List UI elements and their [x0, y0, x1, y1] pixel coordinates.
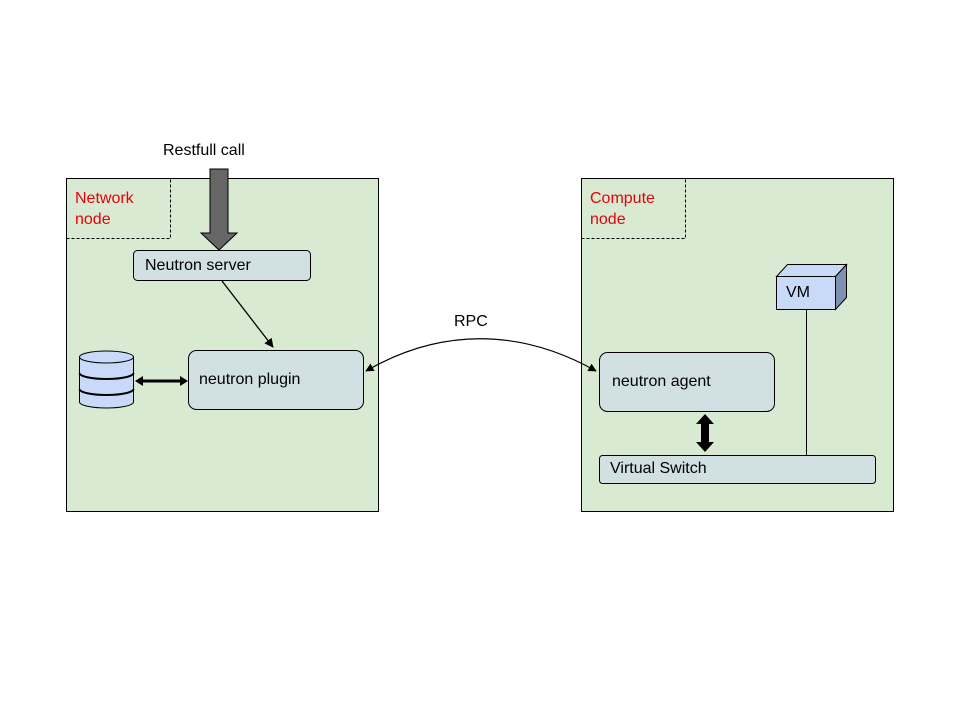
virtual-switch-label: Virtual Switch — [610, 460, 707, 477]
restful-call-arrow — [199, 168, 239, 251]
db-plugin-double-arrow — [135, 376, 188, 386]
virtual-switch-box — [599, 455, 876, 484]
compute-node-label-line1: Compute — [590, 190, 655, 207]
network-node-label-line2: node — [75, 211, 111, 228]
neutron-agent-label: neutron agent — [612, 373, 711, 390]
rpc-label: RPC — [454, 313, 488, 330]
neutron-server-label: Neutron server — [145, 257, 251, 274]
network-node-label-line1: Network — [75, 190, 134, 207]
rpc-curve-arrow — [365, 338, 597, 372]
neutron-plugin-box — [188, 350, 364, 410]
neutron-agent-box — [599, 352, 775, 412]
agent-switch-double-arrow — [696, 414, 714, 452]
database-icon — [78, 350, 135, 409]
neutron-server-box — [133, 250, 311, 281]
vm-label: VM — [786, 284, 810, 301]
neutron-plugin-label: neutron plugin — [199, 371, 301, 388]
restful-call-label: Restfull call — [163, 142, 245, 159]
server-to-plugin-arrow — [221, 280, 274, 348]
cube-icon — [775, 263, 848, 311]
compute-node-label-line2: node — [590, 211, 626, 228]
